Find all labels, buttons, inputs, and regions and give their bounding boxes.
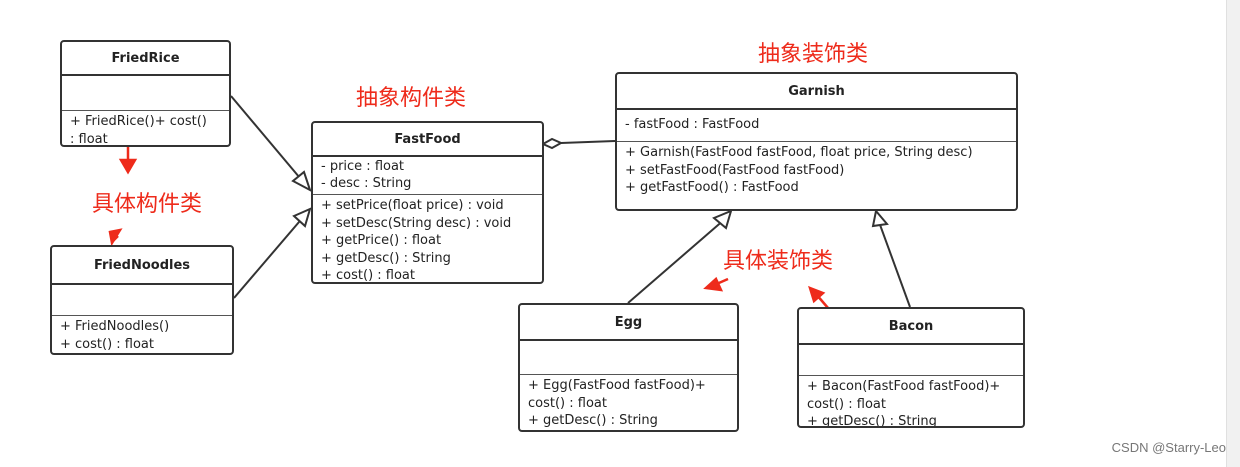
- class-friedrice: FriedRice + FriedRice()+ cost() : float: [60, 40, 231, 147]
- note-abstract-decorator: 抽象装饰类: [758, 42, 869, 67]
- operation: : float: [70, 131, 108, 147]
- red-arrowhead: [808, 285, 826, 304]
- note-concrete-component: 具体构件类: [92, 192, 203, 217]
- class-attributes: [52, 285, 232, 316]
- attribute: - desc : String: [321, 176, 412, 191]
- class-operations: + Egg(FastFood fastFood)+ cost() : float…: [520, 375, 737, 432]
- inheritance-arrowhead: [291, 170, 312, 193]
- attribute: - fastFood : FastFood: [625, 117, 760, 132]
- class-attributes: - price : float - desc : String: [313, 157, 542, 195]
- class-operations: + setPrice(float price) : void + setDesc…: [313, 195, 542, 287]
- class-name: FriedRice: [62, 42, 229, 76]
- class-name: Bacon: [799, 309, 1023, 345]
- inheritance-arrowhead: [712, 209, 733, 230]
- note-abstract-component: 抽象构件类: [356, 86, 467, 111]
- red-arrowhead: [703, 276, 724, 292]
- operation: + FriedNoodles(): [60, 319, 170, 334]
- aggregation-garnish-fastfood: [560, 140, 616, 144]
- generalization-friedrice-fastfood: [230, 95, 306, 185]
- inheritance-arrowhead: [871, 208, 889, 228]
- operation: + getPrice() : float: [321, 233, 442, 248]
- generalization-egg-garnish: [627, 218, 726, 304]
- note-concrete-decorator: 具体装饰类: [723, 249, 834, 274]
- operation: + FriedRice()+ cost(): [70, 114, 207, 129]
- generalization-bacon-garnish: [878, 221, 911, 308]
- generalization-friednoodles-fastfood: [233, 214, 306, 299]
- class-name: FriedNoodles: [52, 247, 232, 285]
- operation: + setPrice(float price) : void: [321, 198, 504, 213]
- class-attributes: [520, 341, 737, 375]
- red-arrowhead: [118, 158, 138, 175]
- class-operations: + FriedRice()+ cost() : float: [62, 111, 229, 150]
- class-operations: + Bacon(FastFood fastFood)+ cost() : flo…: [799, 376, 1023, 428]
- aggregation-diamond: [540, 137, 564, 150]
- red-arrowhead: [108, 228, 123, 247]
- operation: + getFastFood() : FastFood: [625, 180, 799, 195]
- operation: + setDesc(String desc) : void: [321, 215, 512, 231]
- class-name: FastFood: [313, 123, 542, 157]
- class-operations: + FriedNoodles() + cost() : float: [52, 316, 232, 355]
- operation: + setFastFood(FastFood fastFood): [625, 162, 845, 178]
- operation: cost() : float: [807, 396, 886, 412]
- operation: + getDesc() : String: [321, 250, 451, 266]
- operation: + Egg(FastFood fastFood)+: [528, 378, 706, 393]
- operation: + Bacon(FastFood fastFood)+: [807, 379, 1001, 394]
- class-fastfood: FastFood - price : float - desc : String…: [311, 121, 544, 284]
- class-bacon: Bacon + Bacon(FastFood fastFood)+ cost()…: [797, 307, 1025, 428]
- operation: cost() : float: [528, 395, 607, 411]
- vertical-scrollbar[interactable]: [1226, 0, 1240, 467]
- class-operations: + Garnish(FastFood fastFood, float price…: [617, 142, 1016, 199]
- class-name: Egg: [520, 305, 737, 341]
- class-friednoodles: FriedNoodles + FriedNoodles() + cost() :…: [50, 245, 234, 355]
- class-attributes: - fastFood : FastFood: [617, 110, 1016, 142]
- class-attributes: [799, 345, 1023, 376]
- operation: + cost() : float: [60, 336, 154, 352]
- operation: + cost() : float: [321, 268, 415, 283]
- operation: + getDesc() : String: [807, 414, 937, 428]
- attribute: - price : float: [321, 159, 405, 174]
- class-attributes: [62, 76, 229, 111]
- class-egg: Egg + Egg(FastFood fastFood)+ cost() : f…: [518, 303, 739, 432]
- operation: + Garnish(FastFood fastFood, float price…: [625, 145, 973, 160]
- inheritance-arrowhead: [292, 207, 312, 228]
- class-name: Garnish: [617, 74, 1016, 110]
- class-garnish: Garnish - fastFood : FastFood + Garnish(…: [615, 72, 1018, 211]
- watermark: CSDN @Starry-Leo: [1111, 440, 1226, 455]
- operation: + getDesc() : String: [528, 413, 658, 428]
